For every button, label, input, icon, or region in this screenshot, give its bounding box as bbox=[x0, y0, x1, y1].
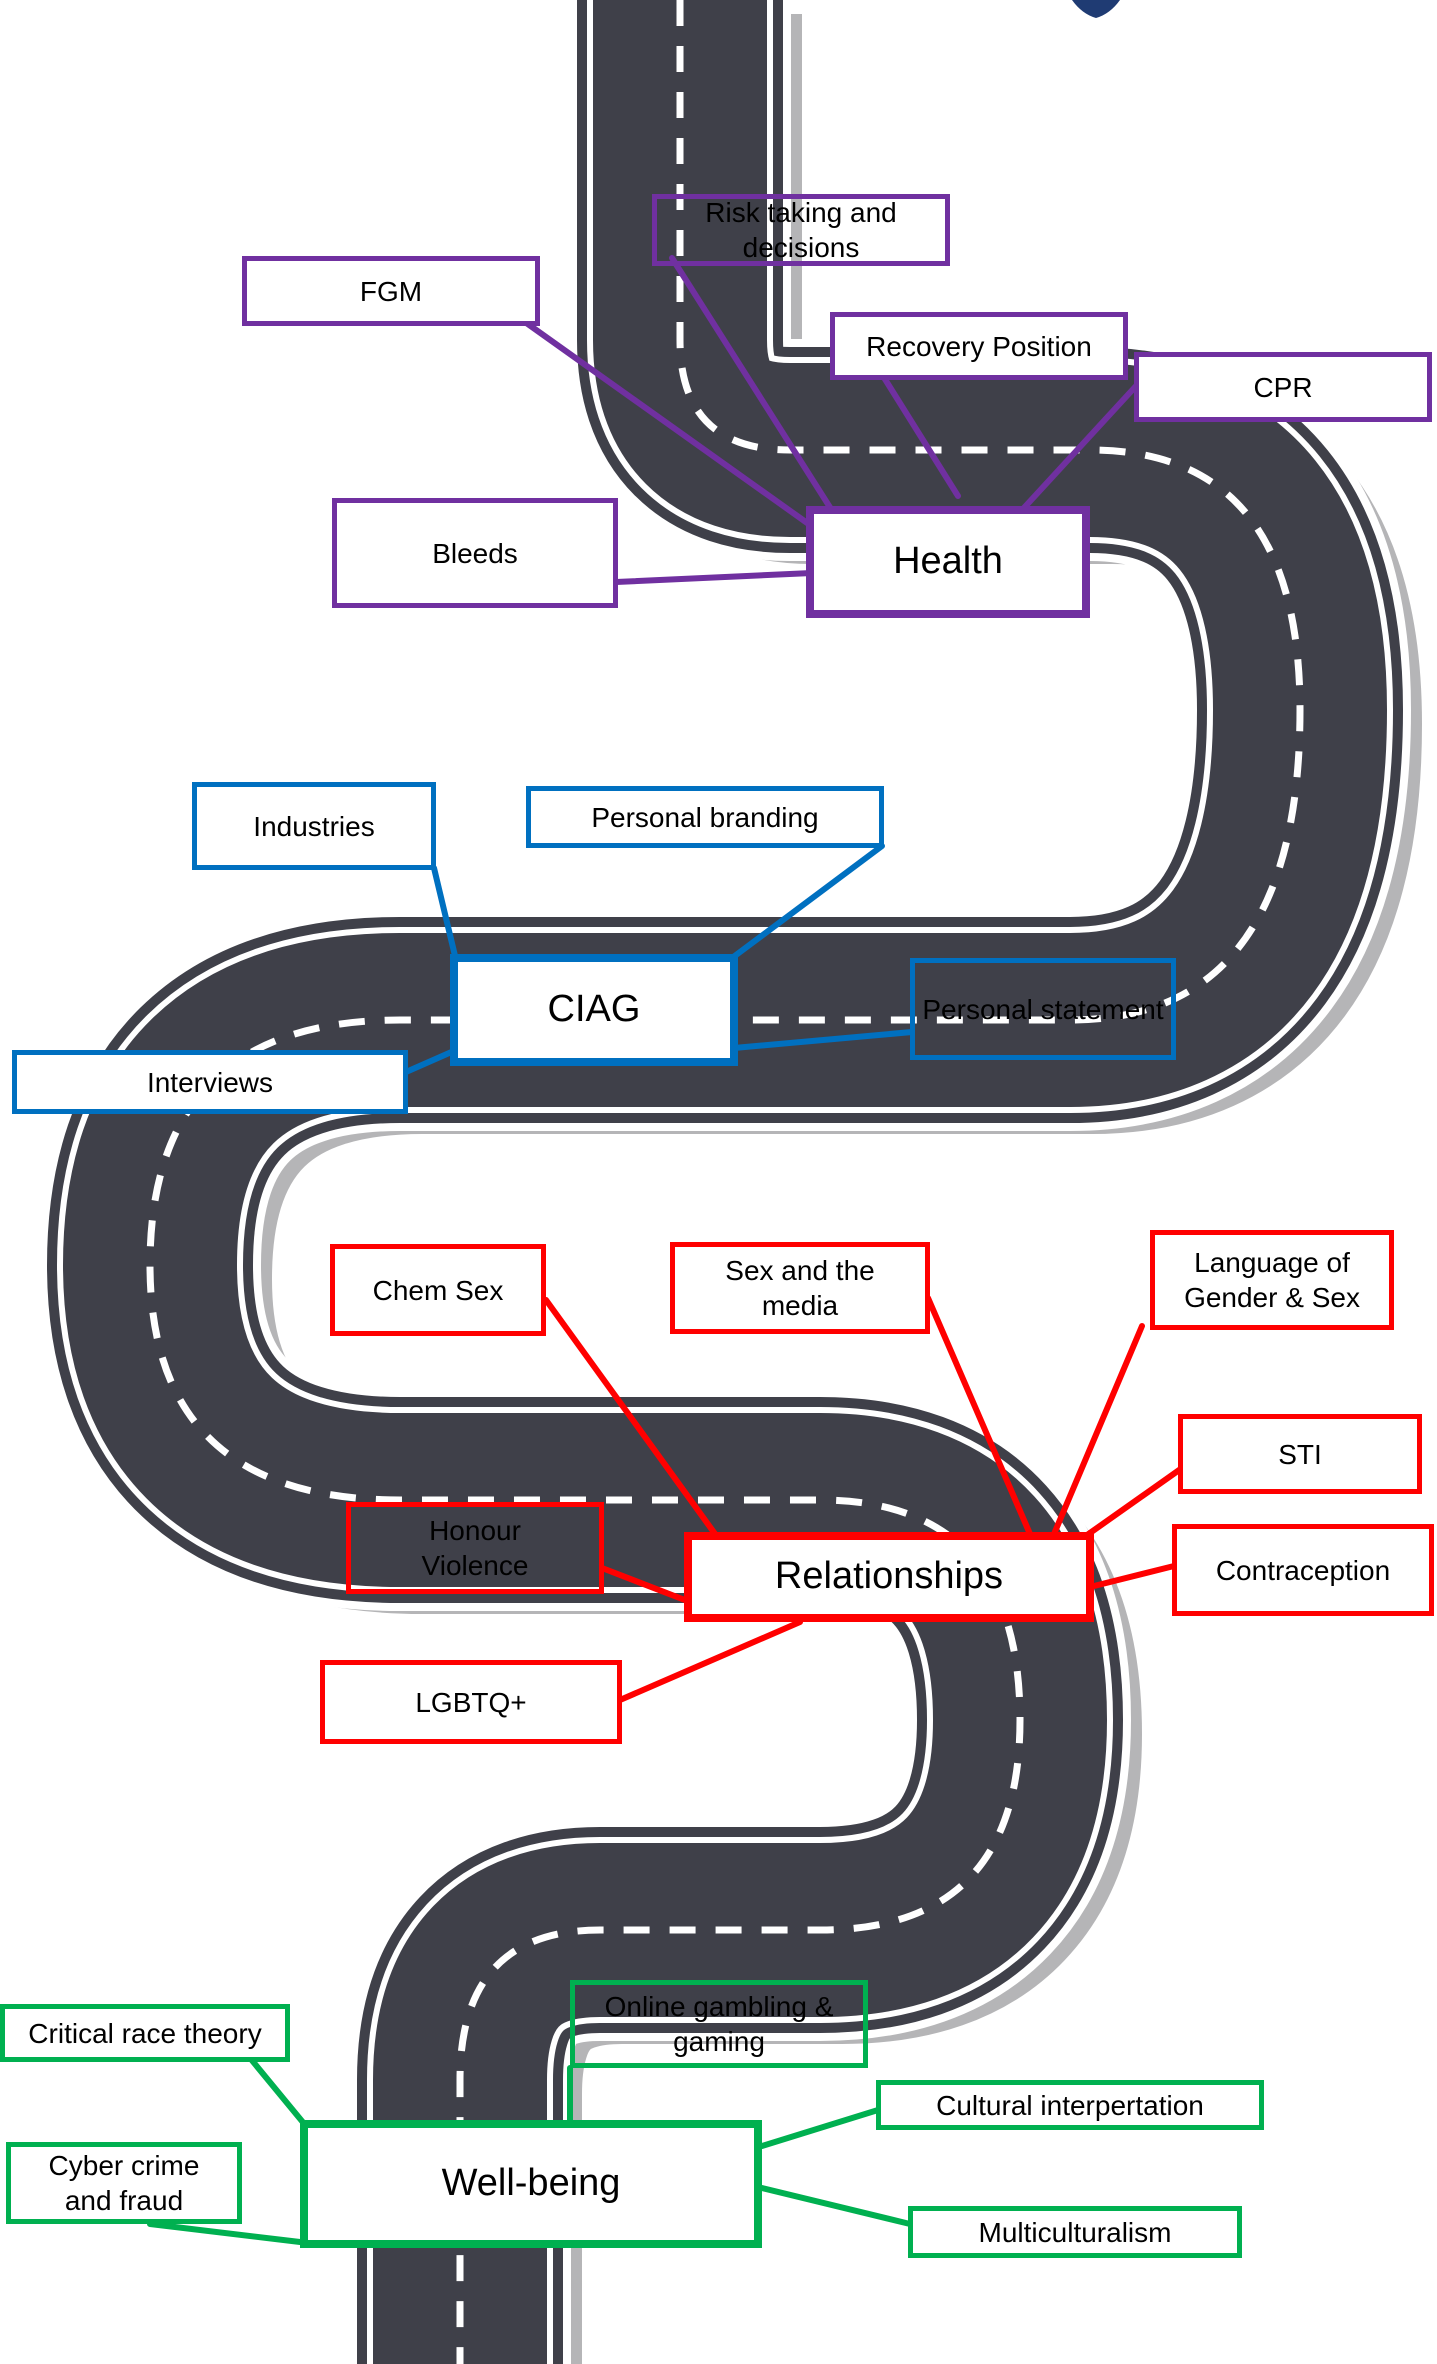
hub-well-being-label: Well-being bbox=[441, 2162, 621, 2205]
topic-industries-label: Industries bbox=[253, 810, 375, 842]
topic-cultural-interpretation: Cultural interpertation bbox=[876, 2080, 1264, 2130]
topic-cyber-crime: Cyber crime and fraud bbox=[6, 2142, 242, 2224]
topic-chem-sex: Chem Sex bbox=[330, 1244, 546, 1336]
topic-contraception: Contraception bbox=[1172, 1524, 1434, 1616]
topic-sex-and-media: Sex and the media bbox=[670, 1242, 930, 1334]
topic-personal-branding-label: Personal branding bbox=[591, 801, 819, 833]
topic-language-gender-sex-label: Language of Gender & Sex bbox=[1184, 1247, 1360, 1313]
hub-well-being: Well-being bbox=[300, 2120, 762, 2248]
topic-personal-branding: Personal branding bbox=[526, 786, 884, 848]
topic-cpr-label: CPR bbox=[1253, 371, 1313, 403]
topic-online-gambling-label: Online gambling & gaming bbox=[604, 1991, 834, 2057]
topic-sti-label: STI bbox=[1278, 1438, 1322, 1470]
hub-ciag: CIAG bbox=[450, 954, 738, 1066]
connector-crt-wellbeing bbox=[247, 2055, 309, 2129]
topic-risk-taking: Risk taking and decisions bbox=[652, 194, 950, 266]
connector-chemsex-relationships bbox=[543, 1297, 721, 1541]
connector-honour-relationships bbox=[599, 1565, 693, 1605]
topic-lgbtq-label: LGBTQ+ bbox=[415, 1686, 527, 1718]
connector-language-relationships bbox=[1051, 1323, 1145, 1537]
topic-recovery-position-label: Recovery Position bbox=[866, 330, 1092, 362]
topic-industries: Industries bbox=[192, 782, 436, 870]
topic-personal-statement-label: Personal statement bbox=[922, 993, 1164, 1025]
topic-cultural-interpretation-label: Cultural interpertation bbox=[936, 2089, 1204, 2121]
hub-health: Health bbox=[806, 506, 1090, 618]
connector-bleeds-health bbox=[613, 570, 815, 585]
topic-sex-and-media-label: Sex and the media bbox=[725, 1255, 875, 1321]
topic-contraception-label: Contraception bbox=[1215, 1554, 1391, 1586]
hub-health-label: Health bbox=[893, 540, 1003, 583]
topic-honour-violence: Honour Violence bbox=[346, 1502, 604, 1594]
hub-relationships-label: Relationships bbox=[774, 1555, 1004, 1598]
connector-sti-relationships bbox=[1077, 1465, 1185, 1543]
topic-interviews: Interviews bbox=[12, 1050, 408, 1114]
connector-lines bbox=[147, 255, 1185, 2245]
road-centre-dashes bbox=[146, 0, 1304, 2364]
topic-language-gender-sex: Language of Gender & Sex bbox=[1150, 1230, 1394, 1330]
topic-recovery-position: Recovery Position bbox=[830, 312, 1128, 380]
topic-risk-taking-label: Risk taking and decisions bbox=[705, 197, 897, 263]
hub-relationships: Relationships bbox=[684, 1532, 1094, 1622]
topic-personal-statement: Personal statement bbox=[910, 958, 1176, 1060]
topic-cpr: CPR bbox=[1134, 352, 1432, 422]
connector-lgbtq-relationships bbox=[617, 1619, 803, 1703]
topic-interviews-label: Interviews bbox=[146, 1066, 273, 1098]
topic-chem-sex-label: Chem Sex bbox=[372, 1274, 504, 1306]
topic-multiculturalism-label: Multiculturalism bbox=[978, 2216, 1172, 2248]
topic-critical-race-theory-label: Critical race theory bbox=[28, 2017, 262, 2049]
connector-cultural-wellbeing bbox=[759, 2107, 881, 2149]
topic-lgbtq: LGBTQ+ bbox=[320, 1660, 622, 1744]
connector-cpr-health bbox=[1019, 383, 1139, 513]
topic-online-gambling: Online gambling & gaming bbox=[570, 1980, 868, 2068]
topic-cyber-crime-label: Cyber crime and fraud bbox=[48, 2150, 200, 2216]
connector-interviews-ciag bbox=[403, 1047, 459, 1075]
connector-sexmedia-relationships bbox=[925, 1295, 1033, 1537]
topic-sti: STI bbox=[1178, 1414, 1422, 1494]
topic-bleeds: Bleeds bbox=[332, 498, 618, 608]
topic-fgm: FGM bbox=[242, 256, 540, 326]
topic-critical-race-theory: Critical race theory bbox=[0, 2004, 290, 2062]
connector-branding-ciag bbox=[729, 843, 885, 961]
topic-fgm-label: FGM bbox=[359, 275, 423, 307]
connector-fgm-health bbox=[522, 319, 813, 528]
hub-ciag-label: CIAG bbox=[547, 988, 641, 1031]
connector-cyber-wellbeing bbox=[147, 2221, 303, 2245]
topic-multiculturalism: Multiculturalism bbox=[908, 2206, 1242, 2258]
connector-statement-ciag bbox=[731, 1029, 915, 1051]
topic-honour-violence-label: Honour Violence bbox=[421, 1515, 529, 1581]
connector-industries-ciag bbox=[431, 865, 459, 963]
connector-multicultural-wellbeing bbox=[759, 2185, 913, 2227]
shield-logo-fragment bbox=[1072, 0, 1120, 18]
connector-contraception-relationships bbox=[1091, 1563, 1177, 1589]
connector-risk-health bbox=[669, 255, 841, 523]
topic-bleeds-label: Bleeds bbox=[432, 537, 518, 569]
